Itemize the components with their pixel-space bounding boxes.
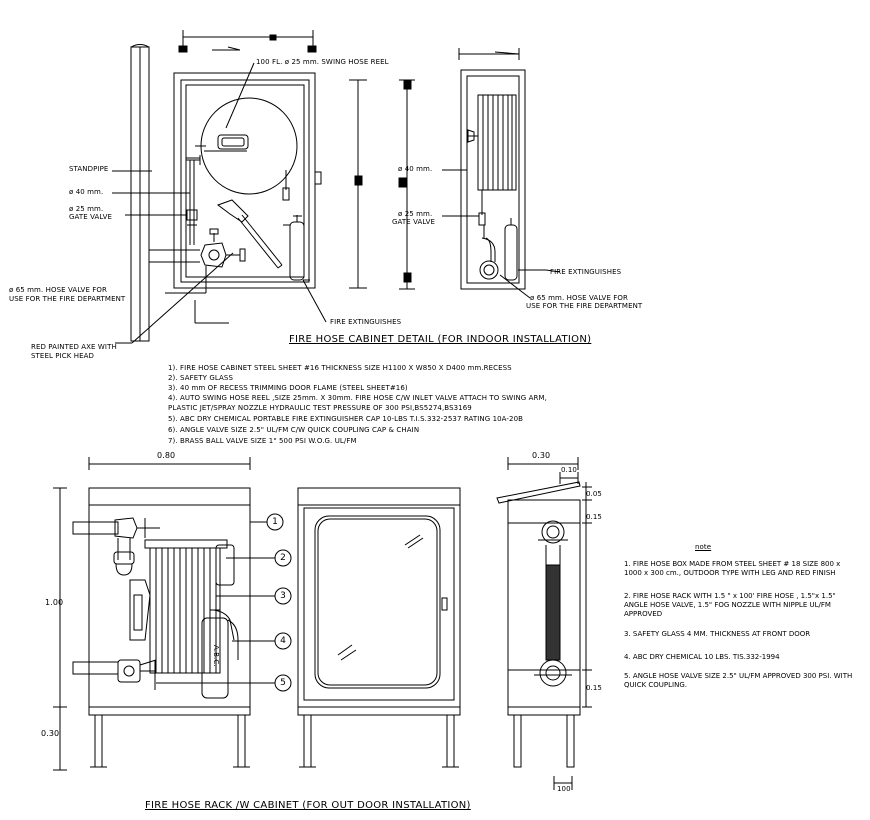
note-line: QUICK COUPLING.: [624, 681, 687, 689]
side-hose-valve-label-1: ø 65 mm. HOSE VALVE FOR: [530, 294, 628, 302]
base-dimension: 100: [557, 785, 571, 793]
indoor-title: FIRE HOSE CABINET DETAIL (FOR INDOOR INS…: [289, 334, 592, 345]
lower-dimension: 0.15: [586, 684, 602, 692]
standpipe-label: STANDPIPE: [69, 165, 109, 173]
spec-item: 6). ANGLE VALVE SIZE 2.5" UL/FM C/W QUIC…: [168, 426, 420, 434]
diameter-40-label: ø 40 mm.: [69, 188, 104, 196]
spec-item: 3). 40 mm OF RECESS TRIMMING DOOR FLAME …: [168, 384, 408, 392]
top-offset-dimension: 0.05: [586, 490, 602, 498]
leg-dimension: 0.30: [41, 729, 60, 738]
spec-item: 1). FIRE HOSE CABINET STEEL SHEET #16 TH…: [168, 364, 512, 372]
note-line: APPROVED: [624, 610, 663, 618]
upper-dimension: 0.15: [586, 513, 602, 521]
extinguisher-abc-label: A.B.C.: [212, 645, 220, 667]
spec-item: 4). AUTO SWING HOSE REEL ,SIZE 25mm. X 3…: [168, 394, 547, 402]
outdoor-section-view: [496, 457, 592, 790]
indoor-side-view: [398, 48, 561, 299]
callout-5: 5: [280, 678, 286, 688]
swing-reel-label: 100 FL. ø 25 mm. SWING HOSE REEL: [256, 58, 389, 66]
hose-valve-label-2: USE FOR THE FIRE DEPARTMENT: [9, 295, 126, 303]
note-line: 1000 x 300 cm., OUTDOOR TYPE WITH LEG AN…: [624, 569, 836, 577]
spec-item: 7). BRASS BALL VALVE SIZE 1" 500 PSI W.O…: [168, 437, 357, 445]
gate-valve-label: GATE VALVE: [69, 213, 113, 221]
indoor-front-view: [112, 30, 367, 344]
fire-extinguisher-label: FIRE EXTINGUISHES: [330, 318, 402, 326]
note-line: 5. ANGLE HOSE VALVE SIZE 2.5" UL/FM APPR…: [624, 672, 853, 680]
roof-dimension: 0.10: [561, 466, 577, 474]
spec-item: 5). ABC DRY CHEMICAL PORTABLE FIRE EXTIN…: [168, 415, 524, 423]
side-gate-valve-label: GATE VALVE: [392, 218, 436, 226]
height-dimension: 1.00: [45, 598, 64, 607]
side-diameter-40-label: ø 40 mm.: [398, 165, 433, 173]
axe-label-1: RED PAINTED AXE WITH: [31, 343, 117, 351]
spec-item: 2). SAFETY GLASS: [168, 374, 233, 382]
hose-valve-label-1: ø 65 mm. HOSE VALVE FOR: [9, 286, 107, 294]
callout-4: 4: [280, 636, 286, 646]
side-diameter-25-label: ø 25 mm.: [398, 210, 433, 218]
callout-2: 2: [280, 553, 286, 563]
depth-dimension: 0.30: [532, 451, 551, 460]
note-line: 4. ABC DRY CHEMICAL 10 LBS. TIS.332-1994: [624, 653, 780, 661]
spec-item: PLASTIC JET/SPRAY NOZZLE HYDRAULIC TEST …: [168, 404, 472, 412]
callout-3: 3: [280, 591, 286, 601]
note-line: 2. FIRE HOSE RACK WITH 1.5 " x 100' FIRE…: [624, 592, 836, 600]
outdoor-front-view: [297, 487, 461, 768]
note-line: 1. FIRE HOSE BOX MADE FROM STEEL SHEET #…: [624, 560, 841, 568]
axe-label-2: STEEL PICK HEAD: [31, 352, 95, 360]
side-fire-extinguisher-label: FIRE EXTINGUISHES: [550, 268, 622, 276]
note-line: ANGLE HOSE VALVE, 1.5" FOG NOZZLE WITH N…: [624, 601, 831, 609]
outdoor-title: FIRE HOSE RACK /W CABINET (FOR OUT DOOR …: [145, 800, 471, 811]
note-line: 3. SAFETY GLASS 4 MM. THICKNESS AT FRONT…: [624, 630, 811, 638]
outdoor-left-view: [53, 457, 292, 771]
side-hose-valve-label-2: USE FOR THE FIRE DEPARTMENT: [526, 302, 643, 310]
diameter-25-label: ø 25 mm.: [69, 205, 104, 213]
callout-1: 1: [272, 517, 278, 527]
notes-heading: note: [695, 543, 712, 551]
width-dimension: 0.80: [157, 451, 176, 460]
